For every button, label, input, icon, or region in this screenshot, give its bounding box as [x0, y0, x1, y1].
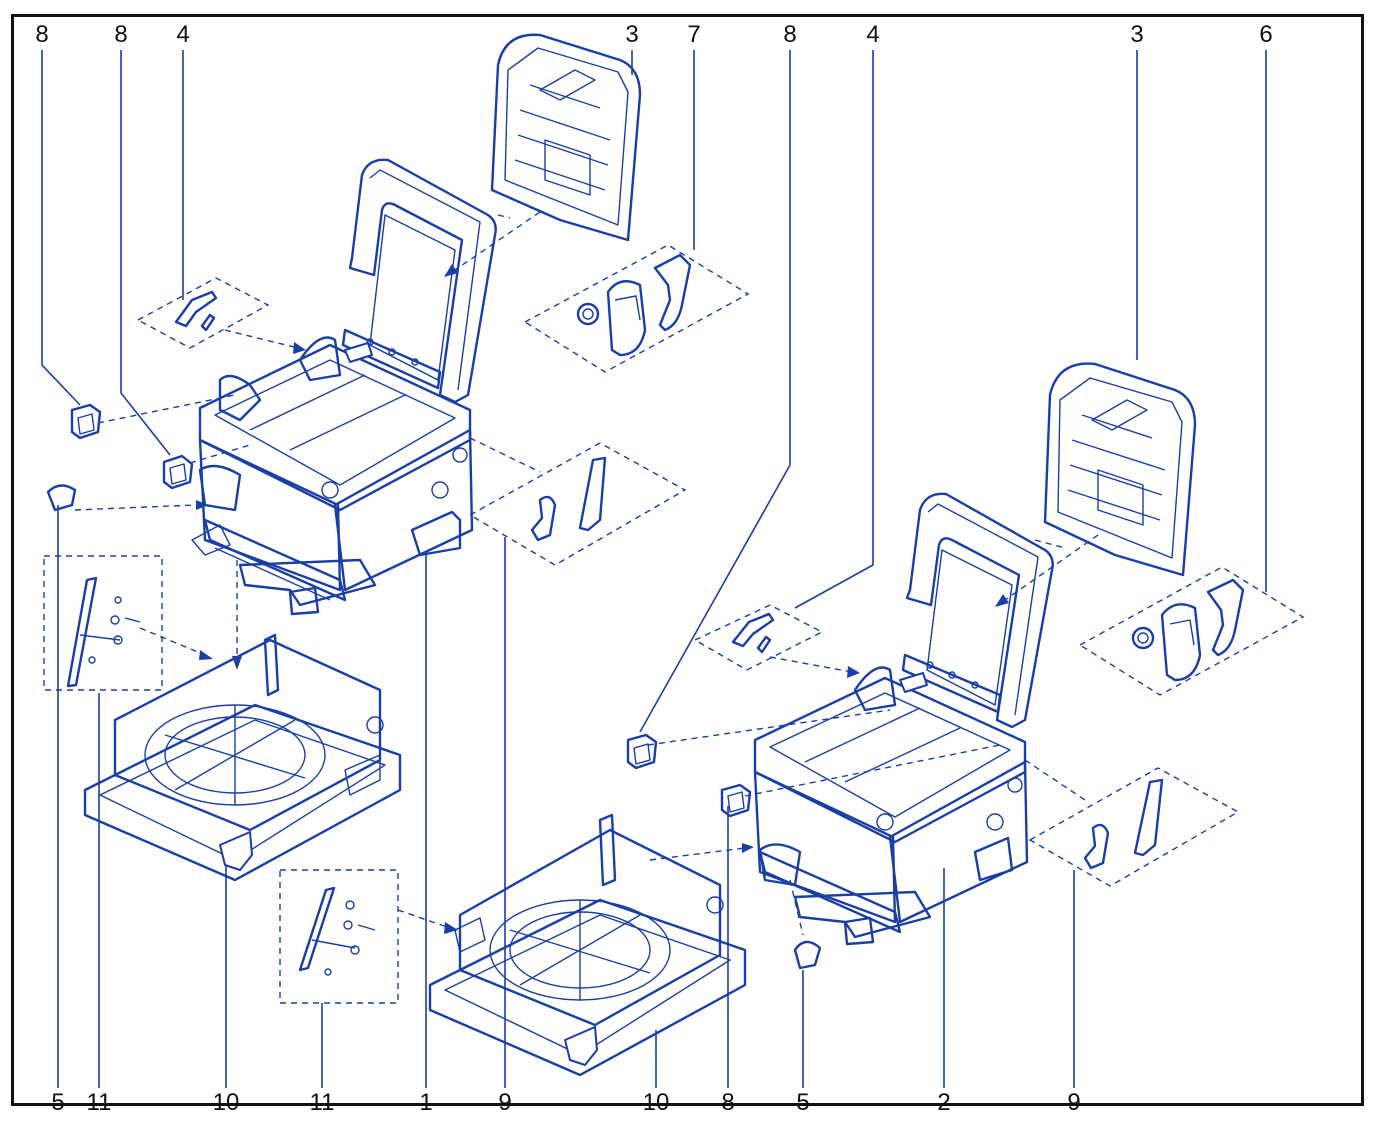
leader-top-0	[41, 50, 81, 406]
leader-top-1	[120, 50, 171, 456]
callout-top-8: 6	[1259, 21, 1272, 48]
kit-box-9-right	[1028, 767, 1240, 887]
callout-bottom-7: 8	[721, 1089, 734, 1116]
kit-box-6	[1078, 566, 1305, 696]
kit-box-9-left	[468, 442, 687, 566]
callout-top-2: 4	[176, 21, 189, 48]
callout-bottom-1: 11	[87, 1089, 112, 1116]
kit-7-parts	[576, 253, 692, 357]
dashed-kit-boxes	[43, 244, 1305, 1004]
kit-6-parts	[1131, 578, 1245, 682]
leader-top-6	[794, 50, 874, 609]
callout-top-5: 8	[783, 21, 796, 48]
back-panel-3-right	[1043, 362, 1197, 577]
callout-top-7: 3	[1130, 21, 1143, 48]
left-clips	[46, 403, 194, 512]
kit-4-left-parts	[174, 290, 218, 332]
swivel-base-10-right	[428, 813, 747, 1077]
kit-9-right-parts	[1083, 778, 1164, 870]
kit-box-4-right	[693, 604, 824, 671]
callout-bottom-0: 5	[51, 1089, 64, 1116]
assembly-arrows	[74, 211, 1099, 936]
callout-bottom-8: 5	[796, 1089, 809, 1116]
callout-labels-bottom: 5 11 10 11 1 9 10 8 5 2 9	[51, 1089, 1080, 1116]
swivel-base-10-left	[83, 633, 402, 882]
diagram-frame	[11, 14, 1364, 1106]
leader-lines	[41, 50, 1267, 1088]
callout-top-6: 4	[866, 21, 879, 48]
callout-bottom-3: 11	[310, 1089, 335, 1116]
callout-top-0: 8	[35, 21, 48, 48]
right-clips	[626, 733, 822, 970]
callout-bottom-5: 9	[498, 1089, 511, 1116]
kit-9-left-parts	[530, 456, 607, 542]
kit-box-11-bottom	[279, 869, 399, 1004]
kit-11-left-parts	[66, 576, 141, 688]
left-seat-assembly	[191, 158, 497, 616]
kit-box-11-left	[43, 555, 163, 691]
right-seat-assembly	[753, 492, 1054, 946]
callout-bottom-6: 10	[643, 1089, 670, 1116]
back-panel-3-left	[490, 33, 642, 242]
callout-top-3: 3	[625, 21, 638, 48]
callout-top-4: 7	[687, 21, 700, 48]
kit-box-4-left	[136, 277, 270, 349]
callout-bottom-2: 10	[213, 1089, 240, 1116]
kit-4-right-parts	[731, 612, 775, 654]
callout-labels-top: 8 8 4 3 7 8 4 3 6	[35, 21, 1272, 48]
callout-top-1: 8	[114, 21, 127, 48]
leader-top-5	[639, 50, 791, 733]
callout-bottom-10: 9	[1067, 1089, 1080, 1116]
callout-bottom-4: 1	[419, 1089, 432, 1116]
callout-bottom-9: 2	[937, 1089, 950, 1116]
kit-box-7	[523, 244, 750, 373]
kit-11-bottom-parts	[298, 886, 376, 976]
